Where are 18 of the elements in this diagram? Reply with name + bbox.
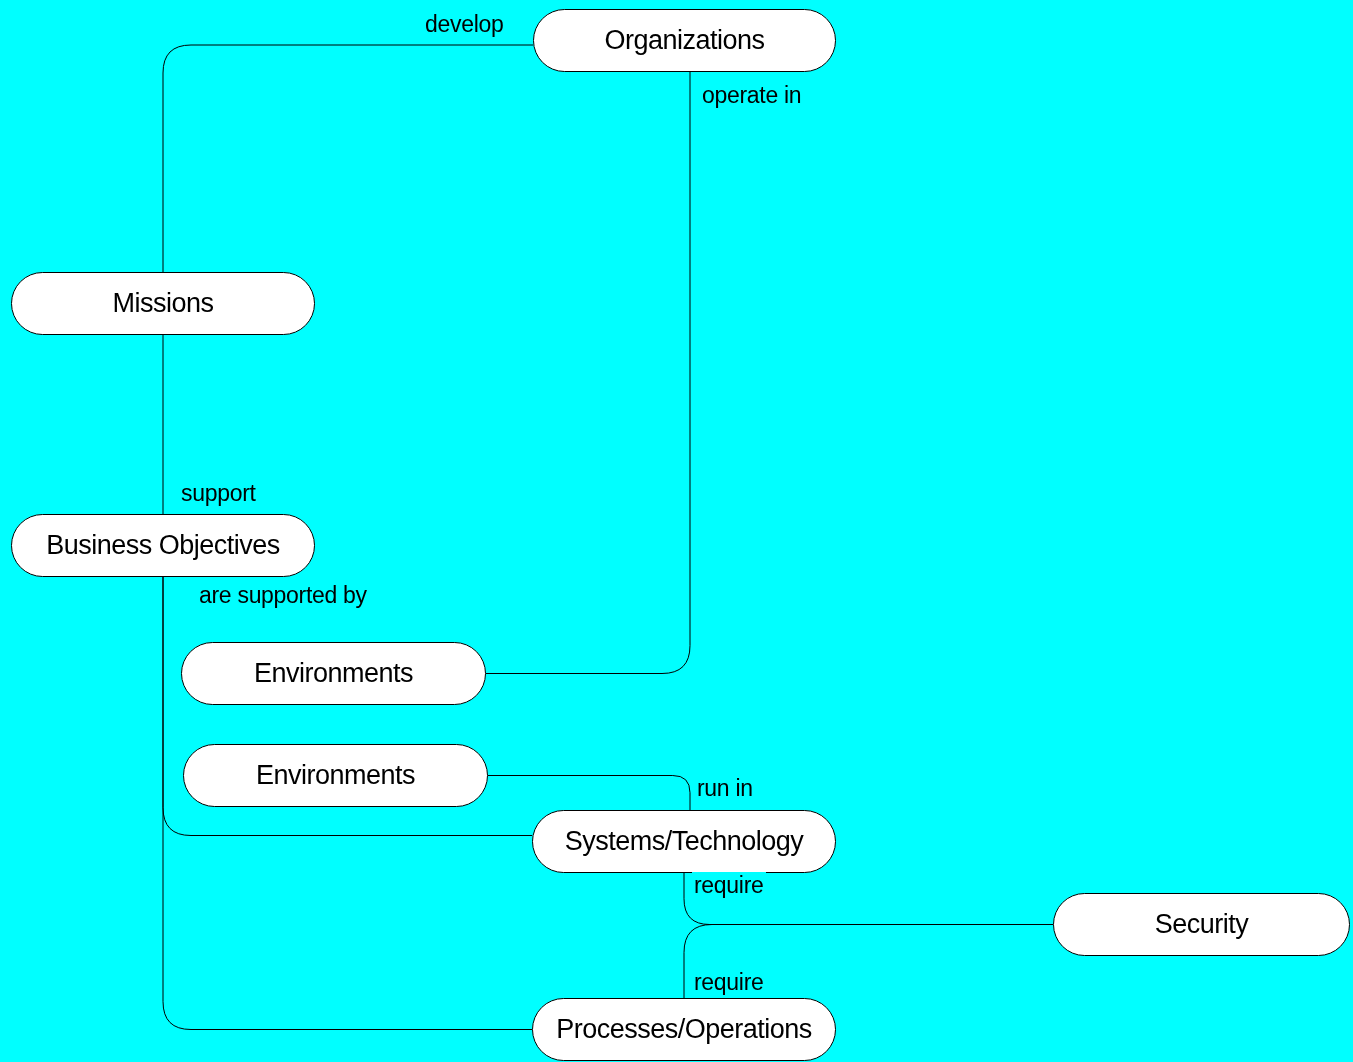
node-label: Processes/Operations	[556, 1014, 812, 1045]
connector-line	[162, 334, 164, 515]
edge-label: require	[692, 969, 766, 996]
node-label: Environments	[253, 658, 414, 689]
connector-line	[485, 71, 691, 674]
edge-label: are supported by	[197, 582, 369, 609]
edge-label: require	[692, 872, 766, 899]
node-label: Security	[1154, 909, 1249, 940]
node-label: Missions	[112, 288, 214, 319]
node-label: Organizations	[604, 25, 765, 56]
node-label: Business Objectives	[46, 530, 280, 561]
edge-label: develop	[423, 11, 506, 38]
connector-line	[162, 44, 534, 273]
node-label: Environments	[255, 760, 416, 791]
node-label: Systems/Technology	[564, 826, 804, 857]
connector-line	[162, 576, 533, 1030]
connector-line	[487, 775, 691, 811]
edge-label: operate in	[700, 82, 804, 109]
